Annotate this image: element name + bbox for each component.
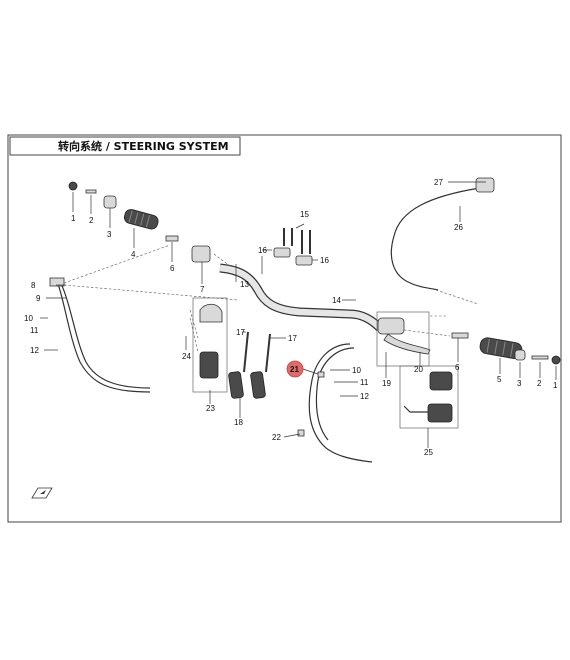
throttle-cable (390, 187, 481, 291)
callout-3-left: 3 (107, 230, 112, 239)
callout-11-left: 11 (30, 326, 39, 335)
right-grip (479, 337, 523, 359)
callout-18: 18 (234, 418, 243, 427)
callout-20: 20 (414, 365, 423, 374)
callout-1-right: 1 (553, 381, 558, 390)
pin-right (451, 332, 469, 339)
callout-17-left: 17 (236, 328, 245, 337)
upper-clamp-left (273, 247, 291, 258)
front-direction-icon (31, 487, 53, 499)
left-switch-housing (191, 245, 211, 263)
callout-5: 5 (497, 375, 502, 384)
callout-6-right: 6 (455, 363, 460, 372)
callout-12-right: 12 (360, 392, 369, 401)
callout-9: 9 (36, 294, 41, 303)
callout-19: 19 (382, 379, 391, 388)
highlight-marker-21-label: 21 (290, 365, 299, 374)
switch-wire (403, 405, 428, 413)
brake-lever (377, 317, 431, 355)
callout-10-left: 10 (24, 314, 33, 323)
callout-7: 7 (200, 285, 205, 294)
switch-box-right (399, 365, 459, 429)
callout-3-right: 3 (517, 379, 522, 388)
weight-right (514, 349, 526, 361)
right-grip-assembly (451, 332, 561, 365)
callout-6-left: 6 (170, 264, 175, 273)
left-grip-assembly (68, 181, 211, 263)
bar-end-cap (68, 181, 78, 191)
left-cable-end (49, 277, 65, 287)
callout-16-right: 16 (320, 256, 329, 265)
callout-4: 4 (131, 250, 136, 259)
clamp-bolt-left (243, 331, 249, 373)
upper-clamp-right (295, 255, 313, 266)
callout-labels: 1 2 3 4 6 8 9 10 11 12 13 14 15 16 17 18… (24, 178, 558, 457)
highlight-marker-21[interactable]: 21 (286, 360, 319, 378)
callout-26: 26 (454, 223, 463, 232)
left-switch-cover (199, 303, 223, 323)
callout-15: 15 (300, 210, 309, 219)
left-switch-body (199, 351, 219, 379)
callout-24: 24 (182, 352, 191, 361)
callout-22: 22 (272, 433, 281, 442)
hose-fitting (297, 429, 305, 437)
left-cable (57, 283, 151, 393)
clamp-bolt-right (265, 333, 271, 373)
bolt (85, 189, 97, 194)
callout-23: 23 (206, 404, 215, 413)
bar-end-cap-right (551, 355, 561, 365)
callout-13: 13 (240, 280, 249, 289)
callout-2-right: 2 (537, 379, 542, 388)
callout-10-right: 10 (352, 366, 361, 375)
callout-16-left: 16 (258, 246, 267, 255)
brake-hose (308, 343, 373, 463)
callout-8: 8 (31, 281, 36, 290)
callout-27: 27 (434, 178, 443, 187)
pin (165, 235, 179, 242)
callout-14-right: 14 (332, 296, 341, 305)
diagram-title: 转向系统 / STEERING SYSTEM (58, 139, 229, 153)
callout-2-left: 2 (89, 216, 94, 225)
callout-1-left: 1 (71, 214, 76, 223)
callout-12-left: 12 (30, 346, 39, 355)
diagram-frame (7, 134, 562, 523)
right-switch-upper (429, 371, 453, 391)
right-switch-lower (427, 403, 453, 423)
clamp-right (250, 371, 266, 399)
bolt-right (531, 355, 549, 360)
title-box (9, 136, 241, 156)
left-grip (123, 209, 159, 230)
throttle-housing (475, 177, 495, 193)
handlebar (219, 263, 384, 332)
callout-25: 25 (424, 448, 433, 457)
callout-17-right: 17 (288, 334, 297, 343)
weight (103, 195, 117, 209)
callout-11-right: 11 (360, 378, 369, 387)
clamp-left (228, 371, 244, 399)
